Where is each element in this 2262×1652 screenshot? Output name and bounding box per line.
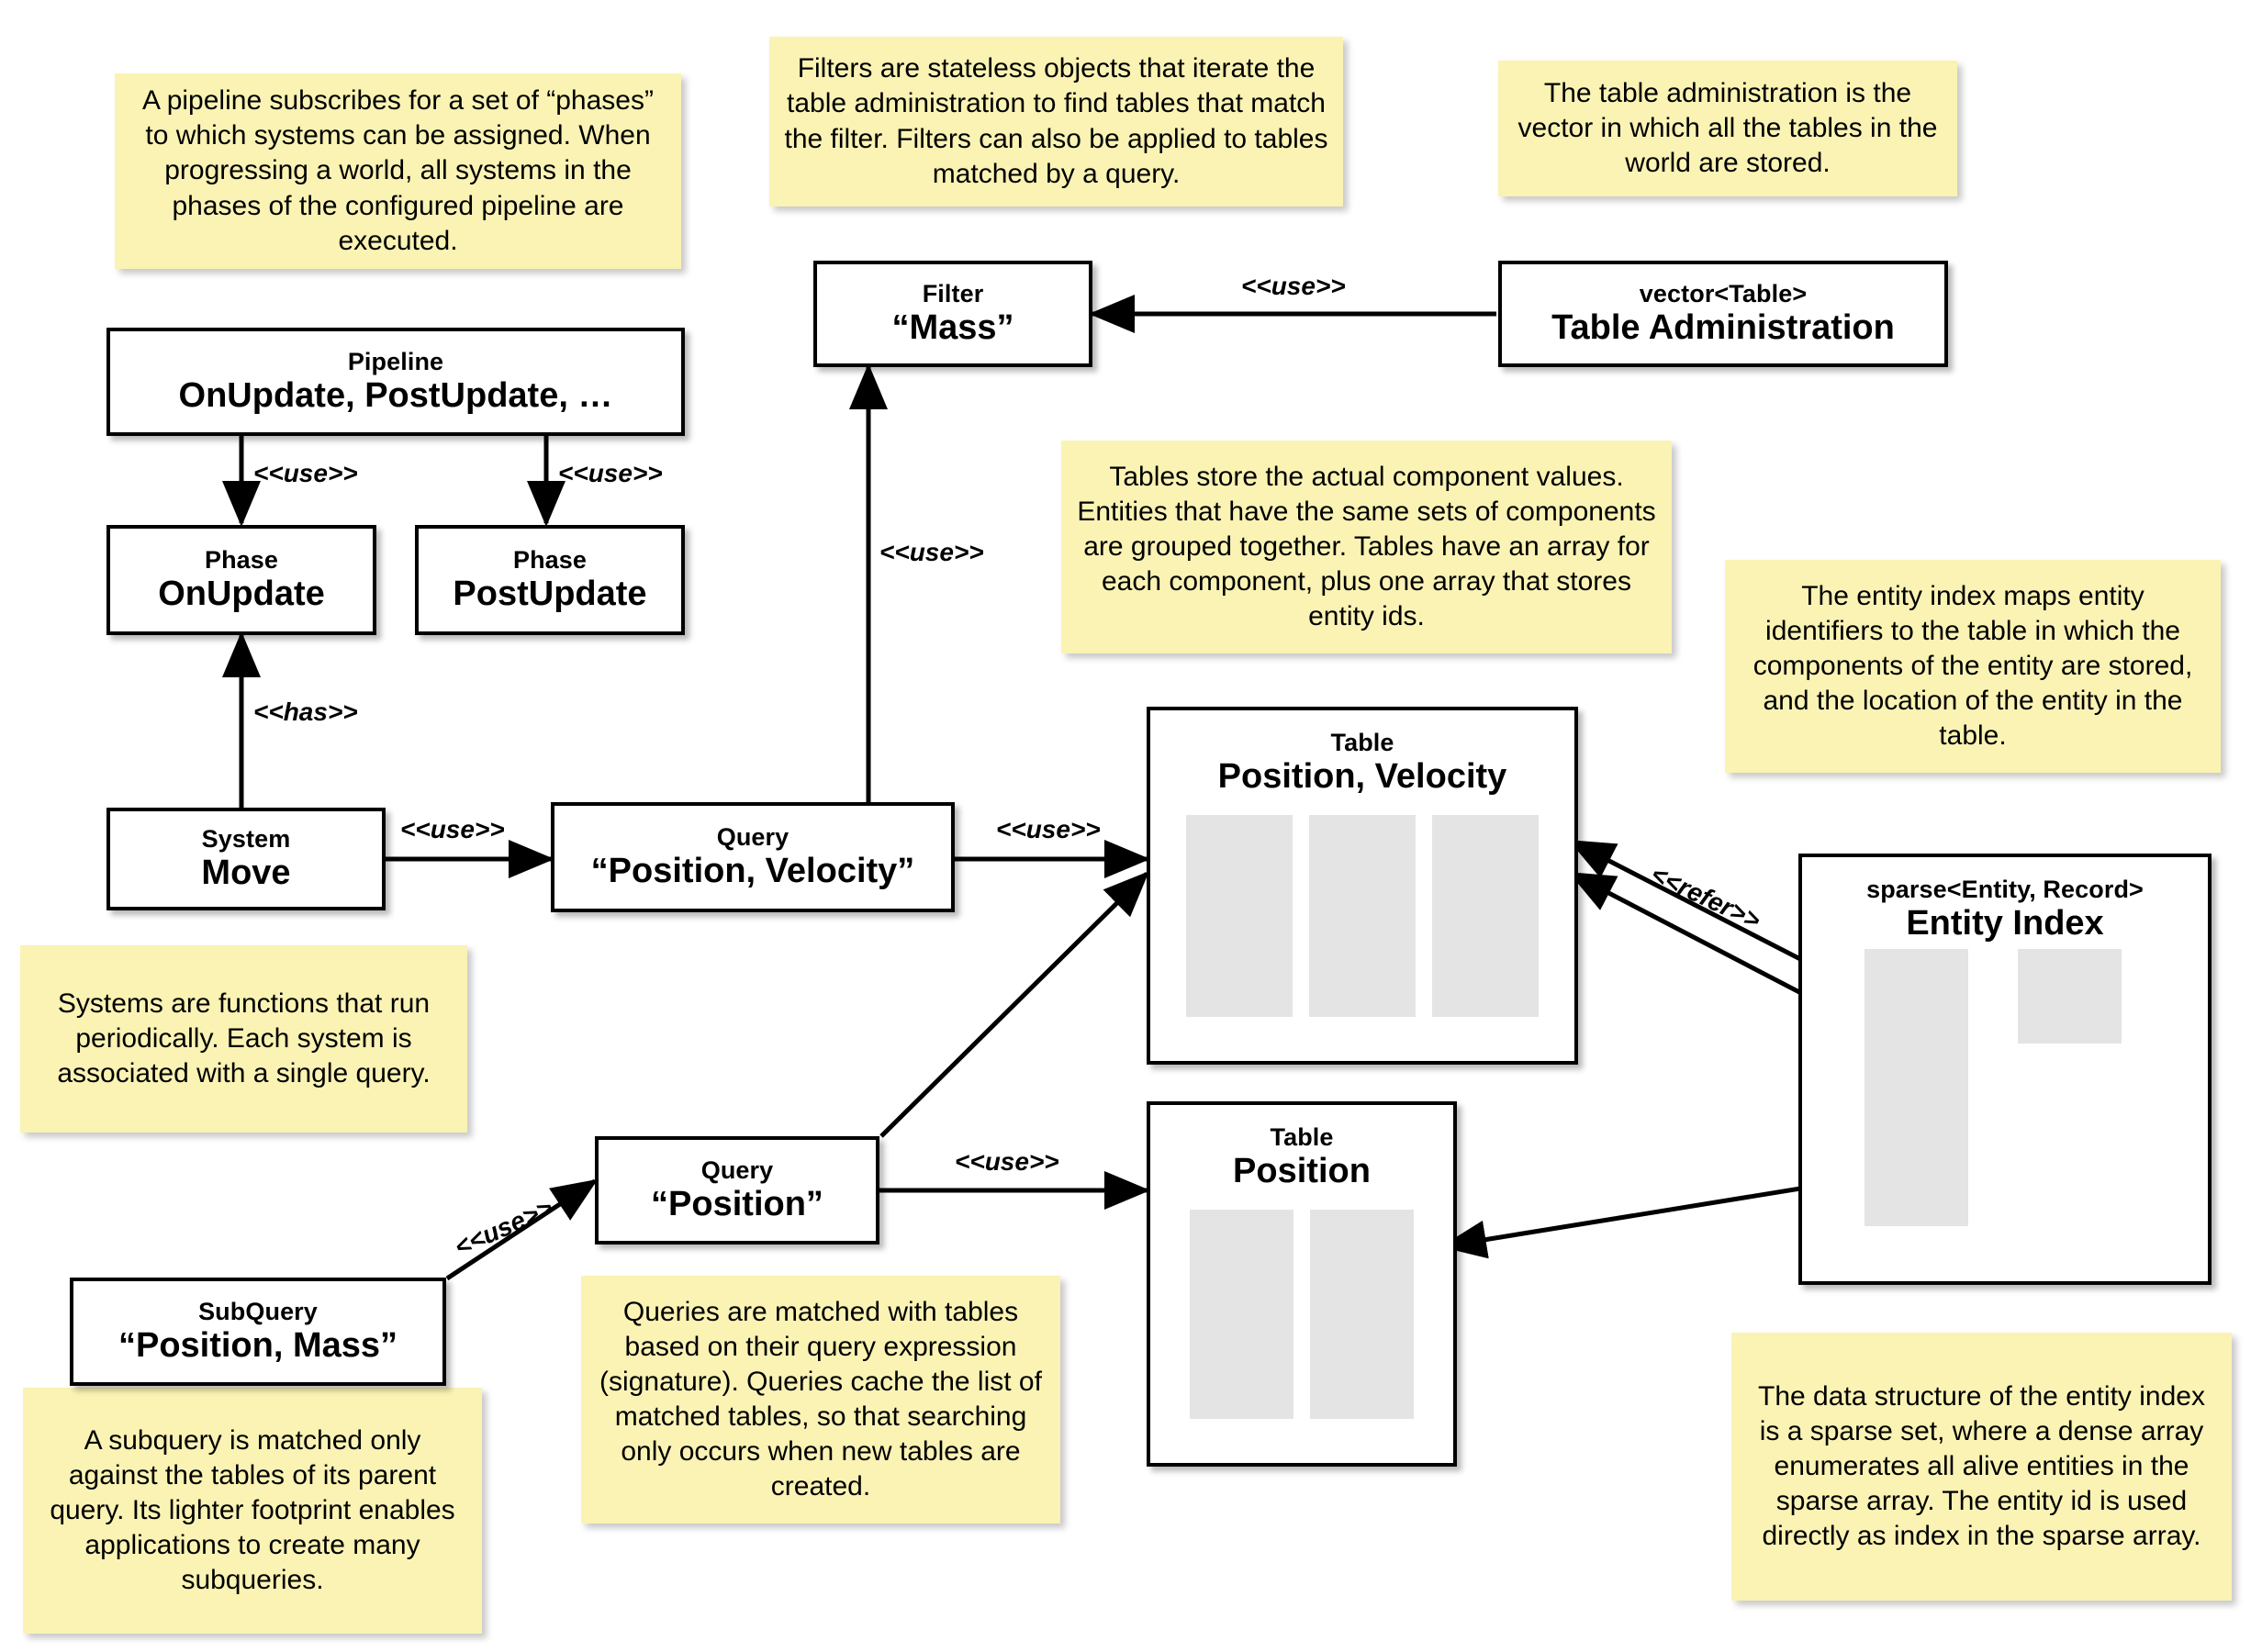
note-table-administration: The table administration is the vector i… — [1498, 61, 1957, 196]
edge-label-query-filter: <<use>> — [879, 538, 984, 566]
node-subquery-position-mass[interactable]: SubQuery “Position, Mass” — [70, 1278, 446, 1386]
node-pipeline[interactable]: Pipeline OnUpdate, PostUpdate, … — [106, 328, 685, 436]
edge-label-subquery-queryp: <<use>> — [450, 1193, 557, 1262]
node-system-move[interactable]: System Move — [106, 808, 386, 910]
node-name: PostUpdate — [453, 575, 647, 614]
entity-id-array-bar — [1432, 815, 1539, 1018]
node-table-position[interactable]: Table Position — [1147, 1101, 1457, 1467]
note-text: A subquery is matched only against the t… — [50, 1424, 455, 1596]
component-array-bar — [1309, 815, 1416, 1018]
node-name: “Position, Mass” — [118, 1326, 398, 1366]
note-text: The entity index maps entity identifiers… — [1752, 580, 2193, 752]
edge-queryp-tablepv — [879, 871, 1149, 1138]
note-system: Systems are functions that run periodica… — [20, 945, 467, 1133]
edge-label-entityindex-refer: <<refer>> — [1646, 859, 1765, 935]
note-text: Systems are functions that run periodica… — [57, 988, 431, 1089]
dense-array-bar — [2018, 949, 2122, 1044]
node-stereotype: sparse<Entity, Record> — [1866, 876, 2144, 903]
node-stereotype: Phase — [204, 545, 279, 574]
note-text: The data structure of the entity index i… — [1758, 1380, 2205, 1552]
table-columns — [1150, 815, 1574, 1018]
note-subquery: A subquery is matched only against the t… — [23, 1388, 482, 1634]
node-name: Position, Velocity — [1217, 757, 1507, 797]
node-stereotype: Query — [716, 822, 789, 851]
node-stereotype: Phase — [512, 545, 588, 574]
edge-label-pipeline-phaseon: <<use>> — [253, 459, 358, 487]
edge-label-system-query: <<use>> — [400, 815, 505, 843]
node-phase-postupdate[interactable]: Phase PostUpdate — [415, 525, 685, 635]
note-table: Tables store the actual component values… — [1061, 441, 1672, 653]
node-query-position-velocity[interactable]: Query “Position, Velocity” — [551, 802, 955, 912]
note-text: Filters are stateless objects that itera… — [784, 53, 1328, 189]
node-name: OnUpdate, PostUpdate, … — [178, 376, 613, 416]
node-name: OnUpdate — [158, 575, 325, 614]
node-stereotype: Filter — [922, 279, 984, 307]
node-name: “Mass” — [891, 308, 1014, 348]
edge-label-system-phase: <<has>> — [253, 698, 358, 726]
node-phase-onupdate[interactable]: Phase OnUpdate — [106, 525, 376, 635]
node-stereotype: Query — [700, 1155, 774, 1184]
note-query: Queries are matched with tables based on… — [581, 1276, 1060, 1524]
node-name: Move — [201, 854, 291, 893]
node-stereotype: Table — [1330, 729, 1394, 756]
node-name: Entity Index — [1906, 904, 2104, 943]
node-name: Position — [1233, 1152, 1371, 1191]
node-query-position[interactable]: Query “Position” — [595, 1136, 879, 1245]
sparse-array-bar — [1864, 949, 1968, 1226]
node-stereotype: SubQuery — [198, 1297, 318, 1325]
node-stereotype: System — [201, 824, 291, 853]
node-name: “Position, Velocity” — [590, 852, 915, 891]
note-filter: Filters are stateless objects that itera… — [769, 37, 1343, 206]
node-stereotype: Pipeline — [347, 347, 444, 375]
node-table-position-velocity[interactable]: Table Position, Velocity — [1147, 707, 1578, 1065]
node-table-administration[interactable]: vector<Table> Table Administration — [1498, 261, 1948, 367]
table-columns — [1150, 1210, 1453, 1420]
note-text: Queries are matched with tables based on… — [599, 1296, 1042, 1502]
node-entity-index[interactable]: sparse<Entity, Record> Entity Index — [1798, 854, 2212, 1285]
entity-id-array-bar — [1310, 1210, 1414, 1420]
edge-label-queryp-tablep: <<use>> — [955, 1147, 1059, 1176]
node-name: Table Administration — [1551, 308, 1895, 348]
edge-label-tableadmin-filter: <<use>> — [1241, 272, 1346, 300]
component-array-bar — [1190, 1210, 1293, 1420]
component-array-bar — [1186, 815, 1293, 1018]
node-stereotype: vector<Table> — [1639, 279, 1808, 307]
note-text: The table administration is the vector i… — [1517, 77, 1938, 179]
edge-label-pipeline-phasepost: <<use>> — [558, 459, 663, 487]
note-sparse-set: The data structure of the entity index i… — [1731, 1333, 2232, 1601]
note-text: Tables store the actual component values… — [1077, 461, 1656, 632]
edge-label-querypv-tablepv: <<use>> — [996, 815, 1101, 843]
node-stereotype: Table — [1270, 1123, 1334, 1151]
node-name: “Position” — [651, 1185, 823, 1224]
node-filter[interactable]: Filter “Mass” — [813, 261, 1092, 367]
note-text: A pipeline subscribes for a set of “phas… — [142, 85, 654, 256]
note-pipeline: A pipeline subscribes for a set of “phas… — [115, 73, 681, 269]
note-entity-index: The entity index maps entity identifiers… — [1725, 560, 2221, 773]
